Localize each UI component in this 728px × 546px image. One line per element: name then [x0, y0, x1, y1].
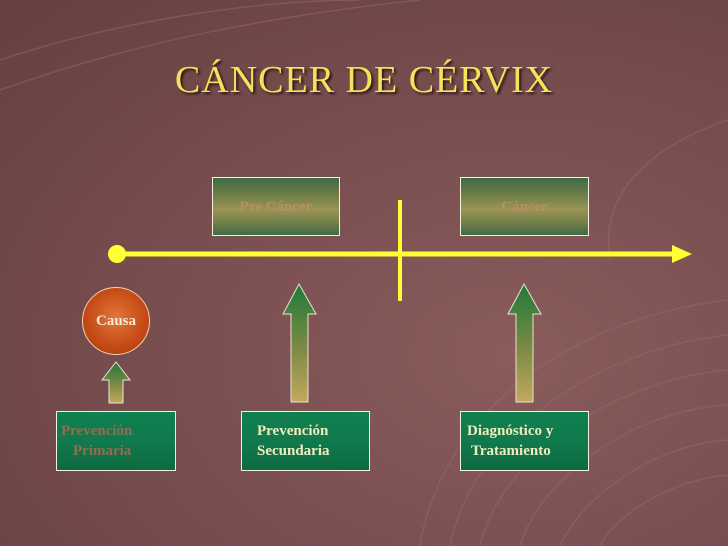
- diagnostico-line2: Tratamiento: [471, 443, 551, 459]
- cancer-label: Cáncer: [501, 198, 548, 215]
- arrow-diagnostico: [507, 282, 542, 403]
- timeline-arrowhead: [672, 245, 692, 263]
- causa-label: Causa: [95, 312, 136, 329]
- timeline-start-dot: [108, 245, 126, 263]
- slide-title: CÁNCER DE CÉRVIX: [174, 59, 554, 101]
- prevencion-secundaria-line2: Secundaria: [257, 443, 330, 459]
- diagnostico-line1: Diagnóstico y: [467, 423, 554, 439]
- arrow-prevencion-primaria: [100, 361, 132, 404]
- prevencion-secundaria-box: Prevención Secundaria: [241, 411, 370, 471]
- causa-circle: Causa: [82, 287, 150, 355]
- prevencion-primaria-box: Prevención Primaria: [56, 411, 176, 471]
- pre-cancer-box: Pre Cáncer: [212, 177, 340, 236]
- prevencion-secundaria-line1: Prevención: [257, 423, 329, 439]
- cancer-box: Cáncer: [460, 177, 589, 236]
- diagnostico-box: Diagnóstico y Tratamiento: [460, 411, 589, 471]
- arrow-prevencion-secundaria: [282, 282, 317, 403]
- prevencion-primaria-line1: Prevención: [61, 423, 133, 439]
- pre-cancer-label: Pre Cáncer: [239, 198, 313, 215]
- prevencion-primaria-line2: Primaria: [73, 443, 132, 459]
